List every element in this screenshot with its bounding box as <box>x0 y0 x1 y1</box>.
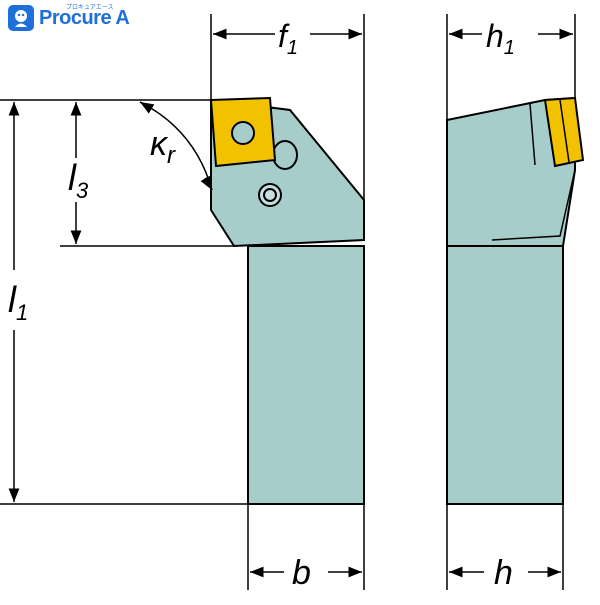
logo-subtext: プロキュアエース <box>66 4 114 11</box>
label-kr: κr <box>150 125 176 169</box>
clamp-screw-inner <box>263 188 277 202</box>
side-seat-line <box>529 103 536 166</box>
side-view <box>446 96 585 505</box>
insert-hole-icon <box>231 121 255 145</box>
front-view <box>209 96 365 505</box>
side-shank <box>446 245 564 505</box>
clamp-pocket <box>272 140 298 170</box>
logo-mark-icon <box>8 5 34 31</box>
label-f1: f1 <box>278 18 298 59</box>
label-h1: h1 <box>486 18 515 59</box>
label-h: h <box>494 554 513 592</box>
side-insert-edge <box>559 99 570 163</box>
label-l3: l3 <box>68 157 89 203</box>
dimension-lines <box>0 14 576 590</box>
clamp-screw-icon <box>258 183 282 207</box>
procure-a-logo: Procure A プロキュアエース <box>8 4 130 32</box>
front-shank <box>247 245 365 505</box>
label-b: b <box>292 554 311 592</box>
label-l1: l1 <box>8 279 28 325</box>
logo-text: Procure A <box>39 7 130 29</box>
side-head-step <box>491 169 576 241</box>
